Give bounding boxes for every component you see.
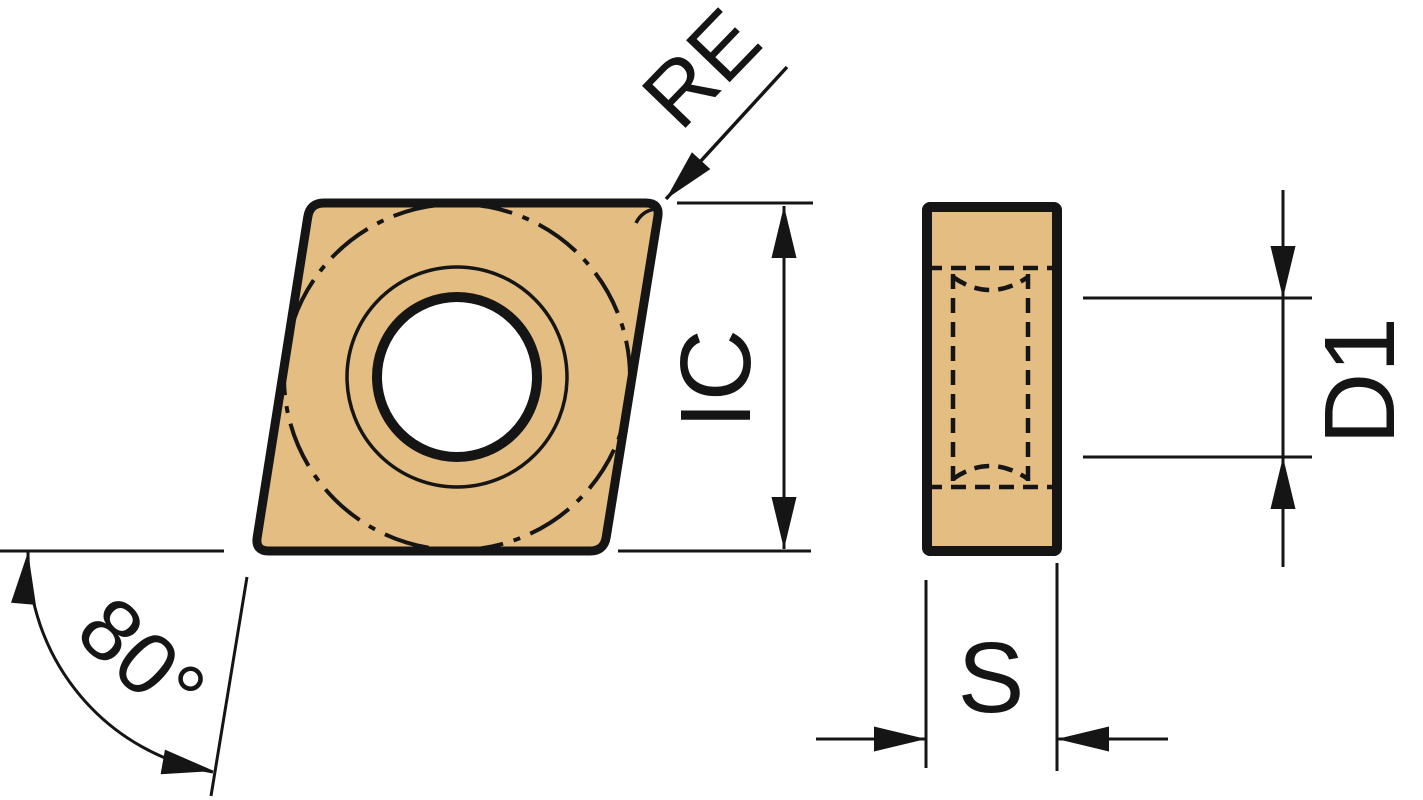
s-label: S [958, 622, 1025, 734]
s-dimension: S [816, 563, 1168, 771]
re-callout: RE [623, 0, 789, 208]
front-view [252, 198, 663, 556]
hole-countersink-top [951, 275, 1030, 293]
d1-dimension: D1 [1083, 190, 1416, 567]
ic-arrow-down [771, 497, 797, 549]
angle-arrow-bottom [160, 749, 217, 784]
inscribed-circle-centerline [282, 202, 632, 552]
angle-label: 80° [60, 577, 225, 740]
hole-countersink-bottom [951, 463, 1030, 481]
angle-dimension: 80° [0, 549, 249, 797]
counterbore-circle [345, 265, 569, 489]
corner-radius-mark [634, 207, 656, 224]
d1-label: D1 [1304, 317, 1416, 445]
s-arrow-right [874, 726, 926, 752]
s-arrow-left [1057, 726, 1109, 752]
d1-arrow-down [1270, 246, 1296, 298]
ic-dimension: IC [618, 201, 813, 553]
re-label: RE [623, 0, 779, 146]
ic-label: IC [660, 329, 772, 429]
ic-arrow-up [771, 206, 797, 258]
angle-flank-line [209, 576, 249, 797]
side-view [922, 202, 1062, 556]
center-hole [372, 292, 542, 462]
angle-arrow-top [11, 550, 41, 605]
side-body [922, 202, 1062, 556]
d1-arrow-up [1270, 457, 1296, 509]
